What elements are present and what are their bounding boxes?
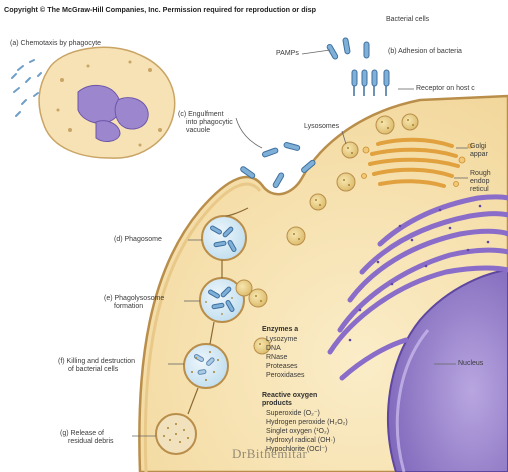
enzyme-item: Lysozyme — [266, 336, 297, 344]
label-enzymes-title: Enzymes a — [262, 326, 298, 334]
residual-debris — [156, 414, 196, 454]
ros-item: Singlet oxygen (¹O₂) — [266, 428, 329, 436]
label-rough-line3: reticul — [470, 186, 489, 194]
killing-vacuole — [184, 344, 228, 388]
enzyme-item: RNase — [266, 354, 287, 362]
label-receptor: Receptor on host c — [416, 85, 475, 93]
ros-item: Hydroxyl radical (OH·) — [266, 437, 335, 445]
ros-item: Superoxide (O₂⁻) — [266, 410, 320, 418]
label-step-b: (b) Adhesion of bacteria — [388, 48, 462, 56]
label-ros-title-line2: products — [262, 400, 292, 408]
enzyme-item: Peroxidases — [266, 372, 305, 380]
label-step-f-line1: (f) Killing and destruction — [58, 358, 135, 366]
label-lysosomes: Lysosomes — [304, 123, 339, 131]
label-step-e-line1: (e) Phagolysosome — [104, 295, 164, 303]
phagosome — [202, 216, 246, 260]
label-rough-line2: endop — [470, 178, 489, 186]
watermark: DrBithemitar — [232, 446, 307, 462]
label-nucleus: Nucleus — [458, 360, 483, 368]
label-step-c-line3: vacuole — [186, 127, 210, 135]
label-pamps: PAMPs — [276, 50, 299, 58]
label-ros-title-line1: Reactive oxygen — [262, 392, 317, 400]
bacteria-top — [326, 38, 389, 86]
label-step-g-line2: residual debris — [68, 438, 114, 446]
label-bacterial-cells: Bacterial cells — [386, 16, 429, 24]
ros-item: Hydrogen peroxide (H₂O₂) — [266, 419, 348, 427]
label-rough-line1: Rough — [470, 170, 491, 178]
label-step-c-line2: into phagocytic — [186, 119, 233, 127]
label-golgi-line2: appar — [470, 151, 488, 159]
small-phagocyte — [12, 47, 175, 158]
label-step-g-line1: (g) Release of — [60, 430, 104, 438]
label-golgi-line1: Golgi — [470, 143, 486, 151]
receptors — [354, 86, 386, 96]
label-step-d: (d) Phagosome — [114, 236, 162, 244]
enzyme-item: DNA — [266, 345, 281, 353]
label-step-a: (a) Chemotaxis by phagocyte — [10, 40, 101, 48]
copyright-notice: Copyright © The McGraw-Hill Companies, I… — [4, 6, 316, 14]
label-step-e-line2: formation — [114, 303, 143, 311]
label-step-f-line2: of bacterial cells — [68, 366, 118, 374]
label-step-c-line1: (c) Engulfment — [178, 111, 224, 119]
enzyme-item: Proteases — [266, 363, 298, 371]
